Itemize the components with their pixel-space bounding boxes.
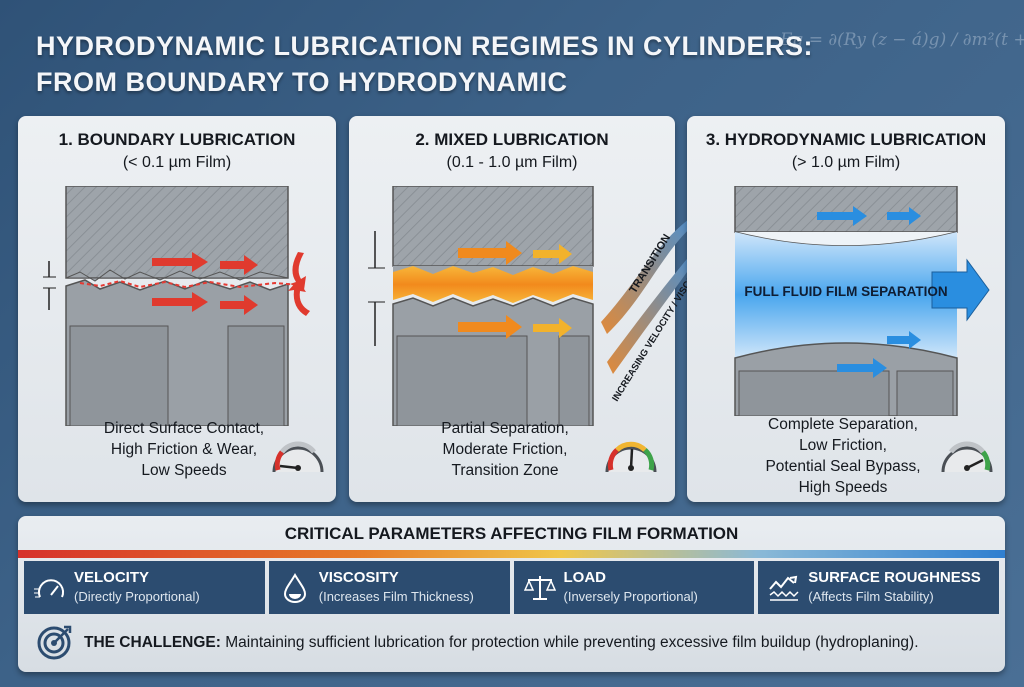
mixed-film-illustration bbox=[368, 186, 594, 426]
panel-title: 1. BOUNDARY LUBRICATION bbox=[58, 130, 296, 149]
panel-mixed-lubrication: 2. MIXED LUBRICATION (0.1 - 1.0 µm Film) bbox=[349, 116, 707, 502]
panel-hydrodynamic-lubrication: 3. HYDRODYNAMIC LUBRICATION (> 1.0 µm Fi… bbox=[687, 116, 1005, 502]
param-label: SURFACE ROUGHNESS bbox=[808, 569, 981, 586]
param-load: LOAD (Inversely Proportional) bbox=[513, 561, 755, 614]
scale-icon bbox=[523, 576, 556, 600]
param-label: VELOCITY bbox=[74, 569, 150, 586]
desc-line: High Speeds bbox=[798, 479, 888, 496]
desc-line: Complete Separation, bbox=[768, 416, 918, 433]
param-velocity: VELOCITY (Directly Proportional) bbox=[24, 561, 265, 614]
param-viscosity: VISCOSITY (Increases Film Thickness) bbox=[268, 561, 510, 614]
critical-parameters-section: CRITICAL PARAMETERS AFFECTING FILM FORMA… bbox=[18, 516, 1005, 672]
boundary-contact-illustration bbox=[43, 186, 310, 426]
desc-line: High Friction & Wear, bbox=[110, 441, 258, 458]
challenge-body: Maintaining sufficient lubrication for p… bbox=[220, 634, 919, 651]
desc-line: Direct Surface Contact, bbox=[103, 420, 265, 437]
fluid-film-illustration: FULL FLUID FILM SEPARATION bbox=[734, 186, 990, 416]
desc-line: Transition Zone bbox=[451, 462, 559, 479]
target-icon bbox=[37, 625, 72, 660]
param-note: (Inversely Proportional) bbox=[563, 589, 698, 604]
panel-title: 3. HYDRODYNAMIC LUBRICATION bbox=[705, 130, 987, 149]
param-surface-roughness: SURFACE ROUGHNESS (Affects Film Stabilit… bbox=[758, 561, 999, 614]
parameter-list: VELOCITY (Directly Proportional) VISCOSI… bbox=[24, 561, 999, 614]
title-line-2: FROM BOUNDARY TO HYDRODYNAMIC bbox=[36, 67, 568, 97]
roughness-icon bbox=[769, 575, 799, 601]
desc-line: Low Speeds bbox=[141, 462, 227, 479]
challenge-text: THE CHALLENGE: Maintaining sufficient lu… bbox=[84, 634, 919, 652]
desc-line: Low Friction, bbox=[799, 437, 887, 454]
param-label: VISCOSITY bbox=[318, 569, 399, 586]
section-title: CRITICAL PARAMETERS AFFECTING FILM FORMA… bbox=[284, 524, 739, 543]
param-note: (Directly Proportional) bbox=[74, 589, 200, 604]
desc-line: Moderate Friction, bbox=[442, 441, 568, 458]
friction-gauge-low bbox=[941, 441, 993, 473]
oil-drop-icon bbox=[283, 573, 306, 603]
desc-line: Potential Seal Bypass, bbox=[765, 458, 921, 475]
decorative-formula: Eg = ∂(Ry (z − á)g) / ∂m²(t + w + α) bbox=[780, 30, 1024, 50]
panel-boundary-lubrication: 1. BOUNDARY LUBRICATION (< 0.1 µm Film) … bbox=[18, 116, 336, 502]
speedometer-icon bbox=[34, 579, 64, 598]
param-note: (Increases Film Thickness) bbox=[318, 589, 474, 604]
param-label: LOAD bbox=[563, 569, 607, 586]
friction-gauge-high bbox=[272, 441, 324, 473]
panel-film-thickness: (> 1.0 µm Film) bbox=[791, 154, 901, 171]
panel-description: Partial Separation, Moderate Friction, T… bbox=[405, 418, 605, 481]
panel-title: 2. MIXED LUBRICATION bbox=[415, 130, 609, 149]
panel-description: Direct Surface Contact, High Friction & … bbox=[84, 418, 284, 481]
panel-film-thickness: (0.1 - 1.0 µm Film) bbox=[446, 154, 578, 171]
challenge-statement: THE CHALLENGE: Maintaining sufficient lu… bbox=[36, 625, 986, 661]
challenge-label: THE CHALLENGE: bbox=[84, 634, 221, 651]
panel-description: Complete Separation, Low Friction, Poten… bbox=[743, 414, 943, 498]
desc-line: Partial Separation, bbox=[441, 420, 569, 437]
friction-gauge-moderate bbox=[605, 441, 657, 473]
gradient-bar bbox=[18, 550, 1005, 558]
panel-film-thickness: (< 0.1 µm Film) bbox=[122, 154, 232, 171]
page-title: HYDRODYNAMIC LUBRICATION REGIMES IN CYLI… bbox=[36, 28, 813, 100]
full-fluid-film-label: FULL FLUID FILM SEPARATION bbox=[744, 284, 947, 299]
title-line-1: HYDRODYNAMIC LUBRICATION REGIMES IN CYLI… bbox=[36, 31, 814, 61]
param-note: (Affects Film Stability) bbox=[808, 589, 934, 604]
